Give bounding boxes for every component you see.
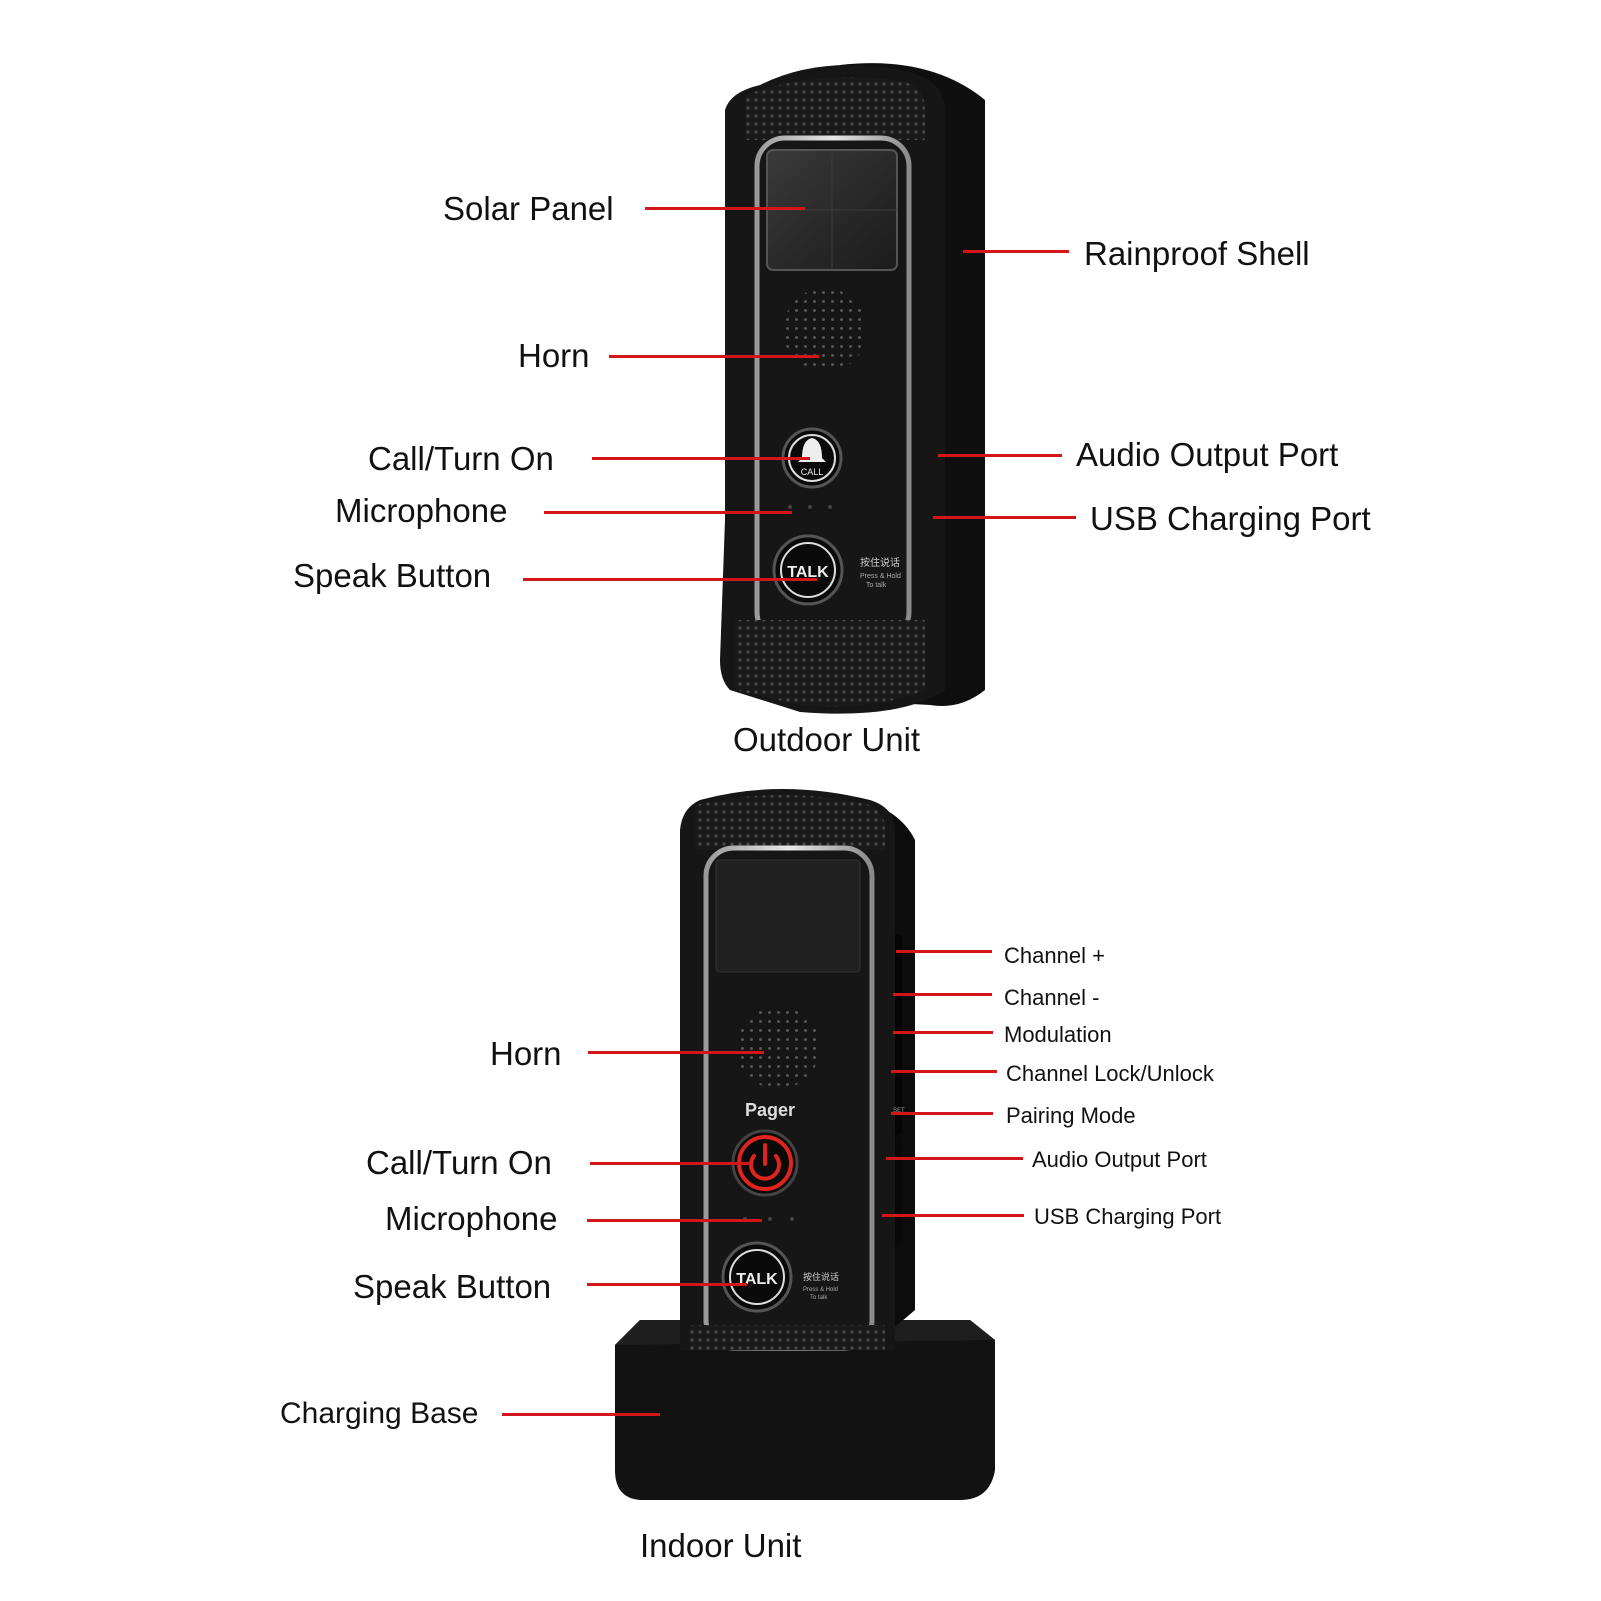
indoor-set-text: SET [893, 1108, 905, 1114]
outdoor-call-text: CALL [801, 467, 824, 477]
indoor-leader-speak-button [587, 1283, 747, 1286]
indoor-label-channel-minus: Channel - [1004, 985, 1100, 1010]
outdoor-leader-horn [609, 355, 819, 358]
indoor-label-modulation: Modulation [1004, 1022, 1112, 1047]
indoor-label-channel-plus: Channel + [1004, 943, 1105, 968]
outdoor-label-usb-charging-port: USB Charging Port [1090, 500, 1371, 537]
outdoor-label-solar-panel: Solar Panel [443, 190, 614, 227]
indoor-leader-microphone [587, 1219, 762, 1222]
indoor-leader-audio-output-port [886, 1157, 1023, 1160]
outdoor-bottom-grille [735, 620, 925, 707]
indoor-hint-en-2: To talk [810, 1295, 828, 1301]
outdoor-label-rainproof-shell: Rainproof Shell [1084, 235, 1310, 272]
indoor-talk-button-shape [721, 1241, 793, 1313]
outdoor-label-speak-button: Speak Button [293, 557, 492, 594]
indoor-leader-call-turn-on [590, 1162, 750, 1165]
outdoor-label-call-turn-on: Call/Turn On [368, 440, 554, 477]
indoor-label-horn: Horn [490, 1035, 562, 1072]
outdoor-label-audio-output-port: Audio Output Port [1076, 436, 1339, 473]
indoor-leader-charging-base [502, 1413, 660, 1416]
indoor-label-microphone: Microphone [385, 1200, 558, 1237]
outdoor-top-grille [745, 77, 925, 140]
outdoor-talk-button-shape [772, 534, 844, 606]
outdoor-leader-speak-button [523, 578, 817, 581]
outdoor-hint-en-1: Press & Hold [860, 573, 901, 580]
indoor-leader-horn [588, 1051, 764, 1054]
indoor-label-charging-base: Charging Base [280, 1397, 479, 1430]
indoor-charging-base-shape [615, 1320, 995, 1500]
indoor-label-pairing-mode: Pairing Mode [1006, 1103, 1136, 1128]
outdoor-label-microphone: Microphone [335, 492, 508, 529]
outdoor-unit-illustration: CALL TALK 按住说话 Press & Hold To talk [720, 63, 985, 714]
outdoor-label-horn: Horn [518, 337, 590, 374]
outdoor-hint-cn: 按住说话 [860, 556, 900, 569]
indoor-leader-modulation [893, 1031, 993, 1034]
outdoor-leader-call-turn-on [592, 457, 810, 460]
indoor-pager-text: Pager [745, 1100, 795, 1120]
indoor-hint-en-1: Press & Hold [803, 1287, 838, 1293]
indoor-leader-channel-plus [896, 950, 992, 953]
indoor-horn-shape [736, 1005, 820, 1089]
indoor-caption: Indoor Unit [640, 1527, 802, 1564]
indoor-label-call-turn-on: Call/Turn On [366, 1144, 552, 1181]
outdoor-talk-text: TALK [787, 564, 829, 581]
indoor-hint-cn: 按住说话 [803, 1271, 839, 1283]
outdoor-leader-rainproof-shell [963, 250, 1069, 253]
indoor-leader-channel-minus [893, 993, 992, 996]
outdoor-leader-microphone [544, 511, 792, 514]
indoor-leader-pairing-mode [891, 1112, 993, 1115]
outdoor-horn-shape [783, 288, 867, 372]
indoor-label-audio-output-port: Audio Output Port [1032, 1147, 1207, 1172]
outdoor-leader-usb-charging-port [933, 516, 1076, 519]
indoor-leader-usb-charging-port [882, 1214, 1024, 1217]
outdoor-hint-en-2: To talk [866, 582, 887, 589]
indoor-label-usb-charging-port: USB Charging Port [1034, 1204, 1222, 1229]
outdoor-leader-solar-panel [645, 207, 805, 210]
indoor-leader-channel-lock [891, 1070, 997, 1073]
indoor-label-speak-button: Speak Button [353, 1268, 552, 1305]
outdoor-leader-audio-output-port [938, 454, 1062, 457]
indoor-label-channel-lock: Channel Lock/Unlock [1006, 1061, 1214, 1086]
outdoor-caption: Outdoor Unit [733, 721, 921, 758]
indoor-unit-illustration: Pager TALK 按住说话 Press & Hold To talk SET [615, 789, 995, 1500]
